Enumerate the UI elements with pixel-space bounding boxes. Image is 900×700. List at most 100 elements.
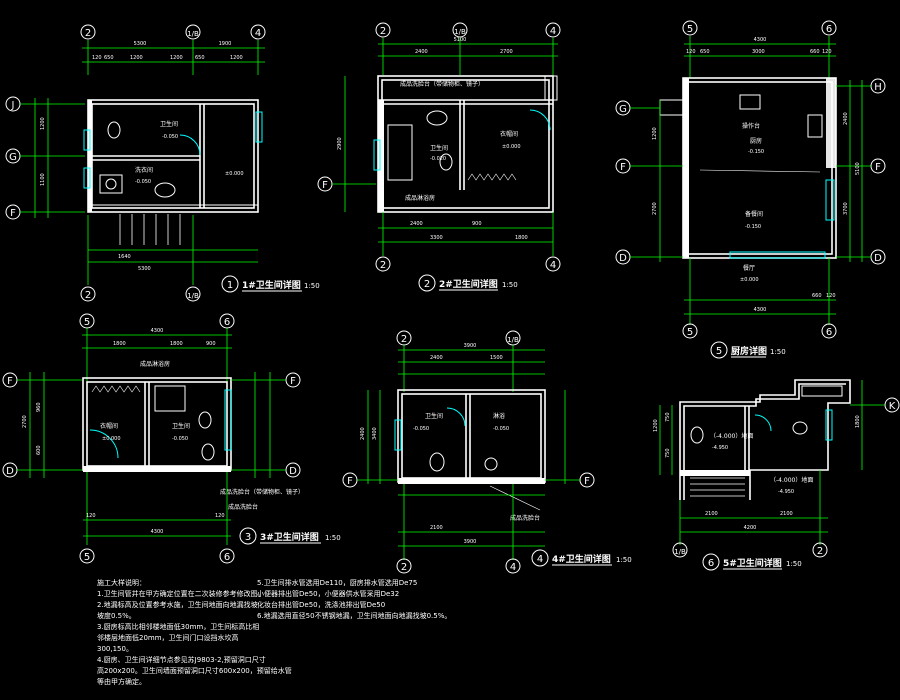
svg-text:6: 6 [708,558,714,569]
room-label: 洗衣间 [135,166,153,174]
dim-label: 1200 [130,55,143,61]
level-label: -0.150 [745,224,761,230]
dim-label: 120 [92,55,102,61]
svg-text:1/B: 1/B [187,292,199,300]
dim-label: 1800 [855,415,861,428]
note-line: 1.卫生间管井在甲方确定位置在二次装修参考修改图。 [97,590,265,598]
svg-text:2: 2 [85,28,91,39]
axis-bubble: 5 [79,548,95,564]
dim-label: 1200 [170,55,183,61]
svg-text:H: H [874,82,882,93]
plan-kitchen: 5 6 4300 120 650 3000 660 120 操作台 厨房 -0.… [615,20,886,359]
svg-text:F: F [875,162,881,173]
note-line: 等由甲方确定。 [97,678,146,686]
level-label: ±0.000 [740,277,759,283]
dim-label: 2400 [430,355,443,361]
axis-bubble: 2 [812,542,828,558]
dim-label: 4300 [754,307,767,313]
notes-column-2: 5.卫生间排水管选用De110，厨房排水管选用De75 小便器排出管De50，小… [257,578,557,622]
window [825,409,833,441]
plan-2-bathroom: 2 1/B 4 5100 2400 2700 成品洗脸台（带储物柜、镜子） [317,22,561,292]
level-label: -0.050 [162,134,178,140]
basin [792,421,808,435]
column [544,75,558,101]
svg-text:D: D [6,466,14,477]
room-label: 淋浴 [493,412,505,420]
counter-line [699,169,821,173]
axis-bubble: 2 [375,22,391,38]
dim-label: 1800 [170,341,183,347]
dim-label: 2900 [337,137,343,150]
toilet [439,153,453,171]
dim-label: 1500 [490,355,503,361]
dim-label: 3900 [464,343,477,349]
dim-label: 3400 [372,427,378,440]
svg-text:2: 2 [85,290,91,301]
note-label: 成品洗脸台 [510,514,540,522]
svg-text:1/B: 1/B [674,548,686,556]
window [373,139,381,171]
washing-machine [99,174,123,194]
svg-text:K: K [889,401,896,412]
note-label: 成品洗脸台（带储物柜、镜子） [400,80,484,88]
dim-label: 5100 [855,162,861,175]
dim-label: 3900 [464,539,477,545]
note-label: 成品淋浴房 [405,194,435,202]
dim-label: 750 [665,448,671,458]
note-label: 成品洗脸台 [228,503,258,511]
svg-text:1:50: 1:50 [502,281,518,289]
stair-lines [119,214,181,245]
svg-text:4: 4 [537,554,543,565]
dim-label: 5300 [138,266,151,272]
plan-5-bathroom: （-4.000）地面 -4.950 （-4.000）地面 -4.950 1200… [653,379,900,571]
window [83,167,91,189]
drawing-title: 1 1#卫生间详图 1:50 [221,275,320,293]
dim-label: 650 [195,55,205,61]
svg-text:G: G [619,104,627,115]
svg-text:F: F [290,376,296,387]
dim-label: 2400 [415,49,428,55]
level-label: -0.050 [493,426,509,432]
axis-bubble: 2 [80,286,96,302]
svg-text:4: 4 [550,260,556,271]
svg-text:1/B: 1/B [454,28,466,36]
room-label: 备餐间 [745,210,763,218]
room-label: 卫生间 [430,144,448,152]
shower [154,385,186,412]
dim-label: 120 [822,49,832,55]
axis-bubble: 6 [821,20,837,36]
dim-label: 4300 [151,328,164,334]
svg-text:1:50: 1:50 [770,348,786,356]
svg-text:D: D [289,466,297,477]
notes-column-1: 施工大样说明： 1.卫生间管井在甲方确定位置在二次装修参考修改图。 2.地漏标高… [97,578,292,688]
window [394,419,402,451]
room-label: 卫生间 [425,412,443,420]
svg-text:6: 6 [224,552,230,563]
svg-text:2: 2 [380,260,386,271]
dim-label: 1900 [219,41,232,47]
dim-label: 120 [86,513,96,519]
svg-text:1/B: 1/B [187,30,199,38]
note-line: 5.卫生间排水管选用De110，厨房排水管选用De75 [257,579,418,587]
level-label: -0.050 [135,179,151,185]
svg-text:F: F [347,476,353,487]
svg-text:6: 6 [826,327,832,338]
dim-label: 1640 [118,254,131,260]
note-line: 坡度0.5%。 [97,612,136,620]
room-label: 衣帽间 [500,130,518,138]
dim-label: 5100 [454,37,467,43]
note-label: 成品洗脸台（带储物柜、镜子） [220,488,304,496]
toilet [690,426,704,444]
svg-text:4: 4 [550,26,556,37]
level-label: -0.050 [172,436,188,442]
dim-label: 1200 [652,127,658,140]
dim-label: 960 [36,402,42,412]
dim-label: 1800 [515,235,528,241]
svg-text:1:50: 1:50 [304,282,320,290]
svg-text:F: F [620,162,626,173]
wall-fill [680,470,750,476]
svg-text:2: 2 [817,546,823,557]
dim-label: 1200 [230,55,243,61]
dim-label: 2700 [22,415,28,428]
